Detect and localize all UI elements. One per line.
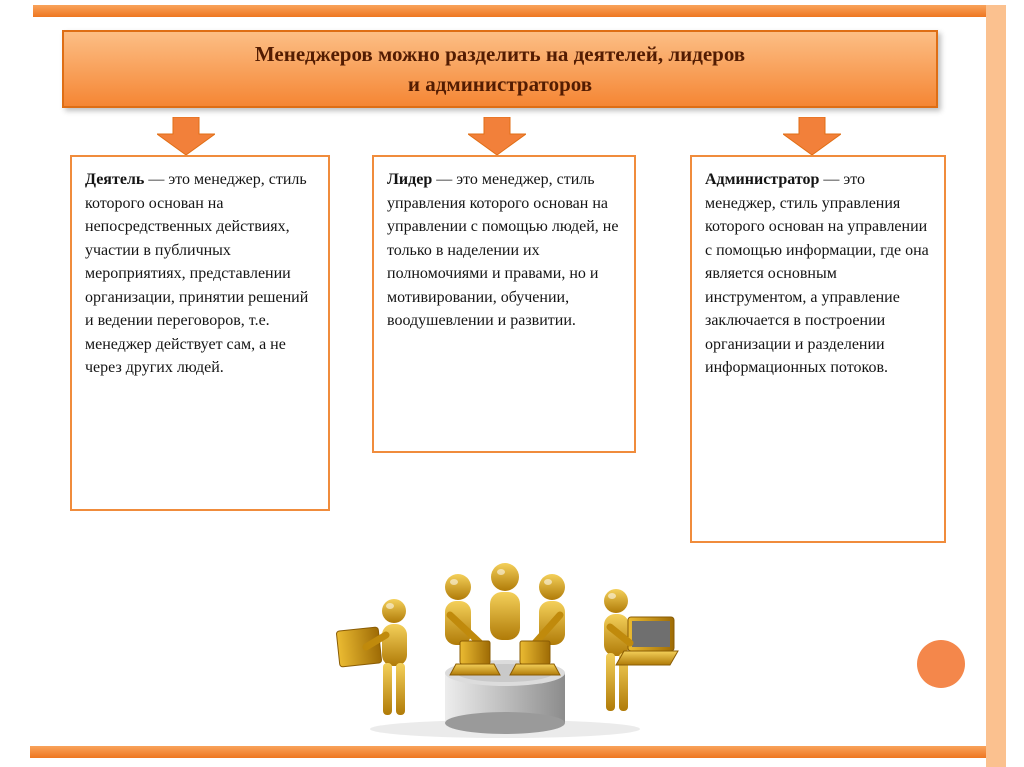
slide-title-line-2: и администраторов [407, 72, 593, 96]
team-meeting-illustration [336, 563, 679, 738]
definition-text: — это менеджер, стиль управления которог… [705, 171, 929, 377]
gold-figure-left [336, 599, 407, 715]
decorative-circle [917, 640, 965, 688]
down-arrow-icon [468, 117, 526, 155]
top-accent-bar [33, 5, 1006, 17]
gold-figure-right [604, 589, 679, 711]
definition-box-doer: Деятель — это менеджер, стиль которого о… [70, 155, 330, 511]
definition-box-administrator: Администратор — это менеджер, стиль упра… [690, 155, 946, 543]
laptop-on-table-left [449, 640, 501, 676]
definition-term: Администратор [705, 171, 820, 188]
definition-term: Лидер [387, 171, 433, 188]
slide-title-box: Менеджеров можно разделить на деятелей, … [62, 30, 938, 108]
laptop-on-table-right [509, 640, 561, 676]
definition-term: Деятель [85, 171, 145, 188]
down-arrow-icon [783, 117, 841, 155]
slide-title-line-1: Менеджеров можно разделить на деятелей, … [254, 41, 746, 66]
definition-box-leader: Лидер — это менеджер, стиль управления к… [372, 155, 636, 453]
gold-figure-back-middle [490, 563, 520, 640]
gold-figure-back-left [445, 574, 484, 647]
bottom-accent-bar [30, 746, 986, 758]
definition-text: — это менеджер, стиль управления которог… [387, 171, 619, 330]
gold-figure-back-right [531, 574, 565, 647]
right-accent-stripe [986, 5, 1006, 767]
definition-text: — это менеджер, стиль которого основан н… [85, 171, 309, 377]
down-arrow-icon [157, 117, 215, 155]
